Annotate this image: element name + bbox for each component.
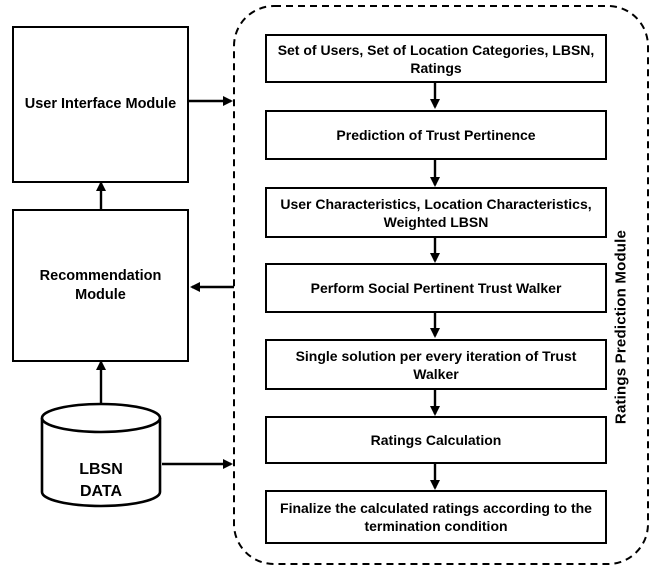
step-2-label: Prediction of Trust Pertinence [336,127,536,143]
step-finalize-calculated-ratings: Finalize the calculated ratings accordin… [265,490,607,544]
step-6-label: Ratings Calculation [370,432,502,448]
step-perform-trust-walker: Perform Social Pertinent Trust Walker [265,263,607,313]
lbsn-database-cylinder [40,402,162,508]
step-5-label: Single solution per every iteration of T… [295,347,577,382]
step-users-locations-lbsn-ratings: Set of Users, Set of Location Categories… [265,34,607,83]
step-ratings-calculation: Ratings Calculation [265,416,607,464]
user-interface-module-label: User Interface Module [24,96,177,112]
user-interface-module-box: User Interface Module [12,26,189,183]
step-single-solution-per-iteration: Single solution per every iteration of T… [265,339,607,390]
step-prediction-of-trust-pertinence: Prediction of Trust Pertinence [265,110,607,160]
recommendation-module-box: Recommendation Module [12,209,189,362]
recommendation-module-label: Recommendation Module [39,267,162,303]
ratings-prediction-module-title-text: Ratings Prediction Module [612,229,630,425]
step-1-label: Set of Users, Set of Location Categories… [277,41,595,76]
step-4-label: Perform Social Pertinent Trust Walker [310,280,562,296]
step-7-label: Finalize the calculated ratings accordin… [280,500,592,534]
step-user-location-characteristics: User Characteristics, Location Character… [265,187,607,238]
step-3-label: User Characteristics, Location Character… [280,195,592,230]
ratings-prediction-container [233,5,649,565]
